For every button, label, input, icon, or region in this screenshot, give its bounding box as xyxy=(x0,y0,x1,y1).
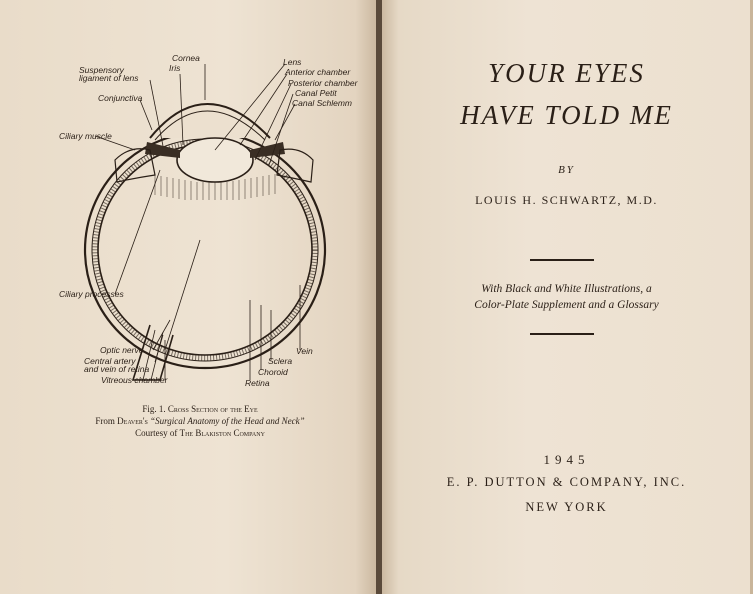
label-central-artery-1: Central artery xyxy=(84,356,136,366)
illustrations-line-1: With Black and White Illustrations, a xyxy=(481,283,652,295)
figure-caption-line-1: Fig. 1. Cross Section of the Eye xyxy=(40,405,360,414)
divider-top xyxy=(530,259,594,261)
label-vitreous-chamber: Vitreous chamber xyxy=(101,375,168,385)
book-title-line-2: HAVE TOLD ME xyxy=(460,100,673,130)
label-suspensory-2: ligament of lens xyxy=(79,73,139,83)
page-edge xyxy=(750,0,753,594)
label-central-artery-2: and vein of retina xyxy=(84,364,150,374)
label-cornea: Cornea xyxy=(172,53,200,63)
label-conjunctiva: Conjunctiva xyxy=(98,93,143,103)
caption-book-title: “Surgical Anatomy of the Head and Neck” xyxy=(150,416,305,426)
label-posterior-chamber: Posterior chamber xyxy=(288,78,358,88)
publication-year: 1945 xyxy=(543,452,590,467)
author-name: LOUIS H. SCHWARTZ, M.D. xyxy=(475,193,658,207)
label-vein: Vein xyxy=(296,346,313,356)
label-canal-petit: Canal Petit xyxy=(295,88,337,98)
book-title-line-1: YOUR EYES xyxy=(488,58,645,88)
eye-diagram: Cornea Iris Suspensory ligament of lens … xyxy=(55,50,365,395)
right-page xyxy=(380,0,753,594)
caption-from: From xyxy=(95,416,115,426)
publisher-name: E. P. DUTTON & COMPANY, INC. xyxy=(446,475,687,489)
figure-caption-line-3: Courtesy of The Blakiston Company xyxy=(40,429,360,438)
caption-publisher: The Blakiston Company xyxy=(179,428,265,438)
caption-courtesy: Courtesy of xyxy=(135,428,178,438)
label-anterior-chamber: Anterior chamber xyxy=(285,67,351,77)
label-canal-schlemm: Canal Schlemm xyxy=(292,98,352,108)
label-optic-nerve: Optic nerve xyxy=(100,345,144,355)
label-ciliary-muscle: Ciliary muscle xyxy=(59,131,112,141)
caption-author: Deaver's xyxy=(117,416,148,426)
label-iris: Iris xyxy=(169,63,181,73)
illustrations-line-2: Color-Plate Supplement and a Glossary xyxy=(474,299,659,311)
label-sclera: Sclera xyxy=(268,356,293,366)
label-choroid: Choroid xyxy=(258,367,288,377)
label-lens: Lens xyxy=(283,57,302,67)
publisher-city: NEW YORK xyxy=(525,500,608,514)
eye-cross-section-illustration xyxy=(83,63,327,381)
label-ciliary-processes: Ciliary processes xyxy=(59,289,124,299)
figure-caption-line-2: From Deaver's “Surgical Anatomy of the H… xyxy=(40,417,360,426)
label-suspensory-1: Suspensory xyxy=(79,65,124,75)
label-retina: Retina xyxy=(245,378,270,388)
book-gutter xyxy=(376,0,382,594)
caption-fig-number: Fig. 1. xyxy=(142,404,166,414)
by-line: BY xyxy=(558,164,575,176)
caption-fig-title: Cross Section of the Eye xyxy=(167,404,258,414)
divider-bottom xyxy=(530,333,594,335)
